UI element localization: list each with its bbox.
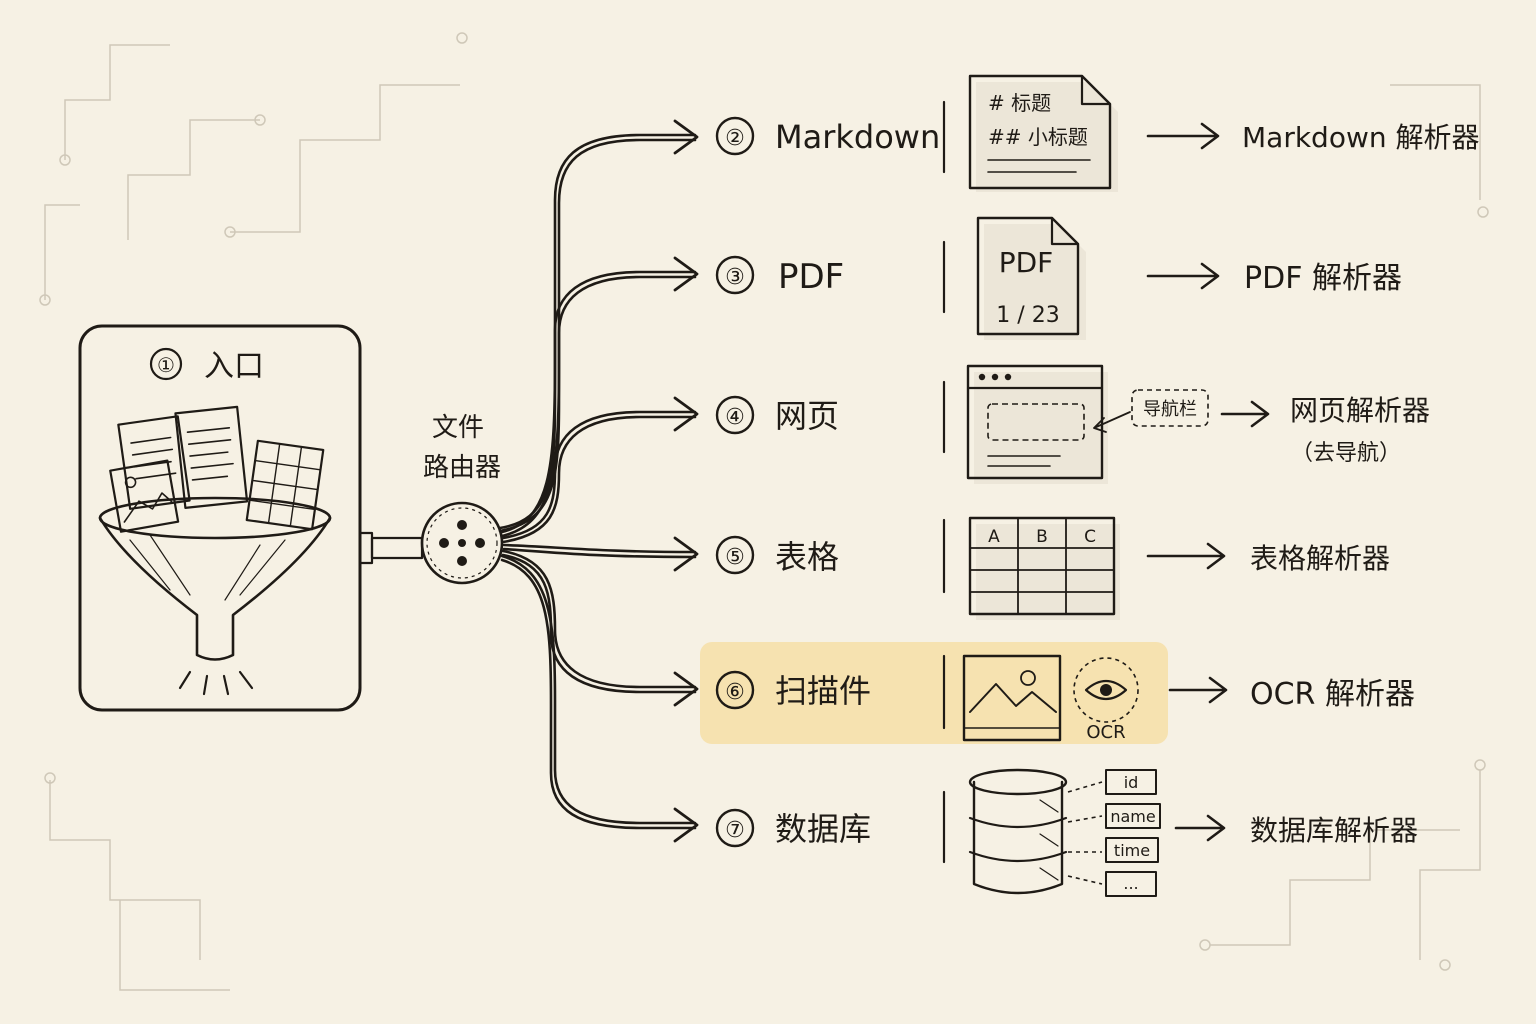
branch-name-table: 表格	[775, 538, 839, 576]
pdf-doc-page: 1 / 23	[996, 303, 1059, 328]
branch-label-scan: ⑥ 扫描件	[715, 670, 871, 710]
documents-icon	[109, 405, 325, 533]
entry-router-connector	[358, 531, 424, 565]
table-header-b: B	[1036, 527, 1048, 547]
nav-bar-tag-label: 导航栏	[1143, 399, 1197, 420]
markdown-doc-heading: # 标题	[988, 91, 1051, 115]
parser-markdown: Markdown 解析器	[1242, 121, 1480, 154]
branch-name-markdown: Markdown	[775, 118, 940, 156]
table-header-a: A	[988, 527, 1000, 547]
db-field-time	[1105, 837, 1159, 863]
table-grid-icon: A B C	[968, 516, 1120, 620]
ocr-eye-label: OCR	[1086, 722, 1125, 743]
db-field-more	[1105, 871, 1157, 897]
pdf-document-icon: PDF 1 / 23	[976, 216, 1086, 340]
branch-name-scan: 扫描件	[775, 672, 871, 710]
ocr-eye-icon: OCR	[1073, 657, 1139, 743]
branch-number-web: ④	[725, 405, 745, 430]
branch-label-web: ④ 网页	[715, 395, 839, 435]
circuit-decoration	[39, 32, 1489, 991]
parser-database: 数据库解析器	[1250, 814, 1418, 847]
branch-number-pdf: ③	[725, 265, 745, 290]
parser-web: 网页解析器	[1290, 394, 1430, 427]
parser-pdf: PDF 解析器	[1244, 261, 1402, 296]
branch-name-pdf: PDF	[778, 257, 844, 297]
entry-number: ①	[157, 353, 175, 377]
markdown-doc-subheading: ## 小标题	[988, 125, 1088, 149]
db-field-more-label: ...	[1123, 874, 1138, 893]
entry-number-badge	[149, 347, 183, 381]
database-icon	[968, 768, 1068, 895]
branch-label-database: ⑦ 数据库	[715, 808, 871, 848]
branch-number-database: ⑦	[725, 818, 745, 843]
branch-number-markdown: ②	[725, 126, 745, 151]
parser-ocr: OCR 解析器	[1250, 677, 1415, 712]
file-router: 文件 路由器	[420, 413, 504, 585]
scan-row-highlight	[700, 642, 1168, 744]
parser-arrows	[1146, 122, 1270, 842]
branch-label-pdf: ③ PDF	[715, 255, 844, 297]
parser-table: 表格解析器	[1250, 542, 1390, 575]
db-field-name	[1105, 803, 1161, 829]
db-field-name-label: name	[1110, 807, 1155, 826]
markdown-document-icon: # 标题 ## 小标题	[968, 74, 1118, 192]
nav-bar-tag	[1131, 389, 1209, 427]
db-field-id-label: id	[1124, 773, 1139, 792]
webpage-browser-icon: 导航栏	[966, 364, 1209, 484]
parser-web-note: （去导航）	[1291, 441, 1401, 466]
branch-arrowheads	[673, 119, 699, 843]
router-label-line1: 文件	[432, 413, 484, 443]
funnel-icon	[98, 496, 332, 696]
branch-label-table: ⑤ 表格	[715, 535, 839, 576]
pdf-doc-title: PDF	[999, 246, 1054, 279]
branch-number-scan: ⑥	[725, 680, 745, 705]
branch-label-markdown: ② Markdown	[715, 116, 940, 156]
database-fields: id name time ...	[1067, 769, 1161, 897]
db-field-id	[1105, 769, 1157, 795]
db-field-time-label: time	[1114, 841, 1150, 860]
entry-card: ① 入口	[78, 324, 362, 712]
router-label-line2: 路由器	[423, 453, 501, 483]
branch-name-database: 数据库	[775, 810, 871, 848]
branch-number-table: ⑤	[725, 545, 745, 570]
scan-image-icon	[962, 654, 1062, 742]
entry-label: 入口	[204, 349, 264, 384]
branch-name-web: 网页	[775, 397, 839, 435]
table-header-c: C	[1084, 527, 1096, 547]
router-dots-icon	[439, 520, 485, 566]
branch-lines	[498, 133, 697, 830]
